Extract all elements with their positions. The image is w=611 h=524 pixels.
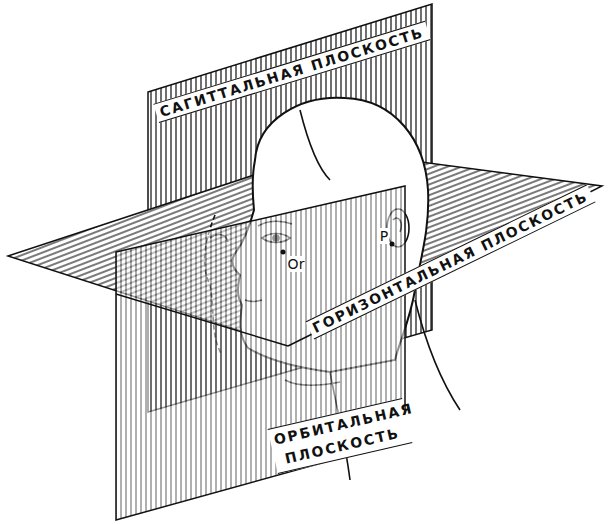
- porion-point: [390, 242, 395, 247]
- plane-edge: [116, 294, 288, 346]
- orbitale-point: [281, 250, 286, 255]
- orbital-plane: [116, 186, 405, 520]
- point-label: Or: [287, 256, 306, 272]
- point-label: P: [379, 228, 389, 244]
